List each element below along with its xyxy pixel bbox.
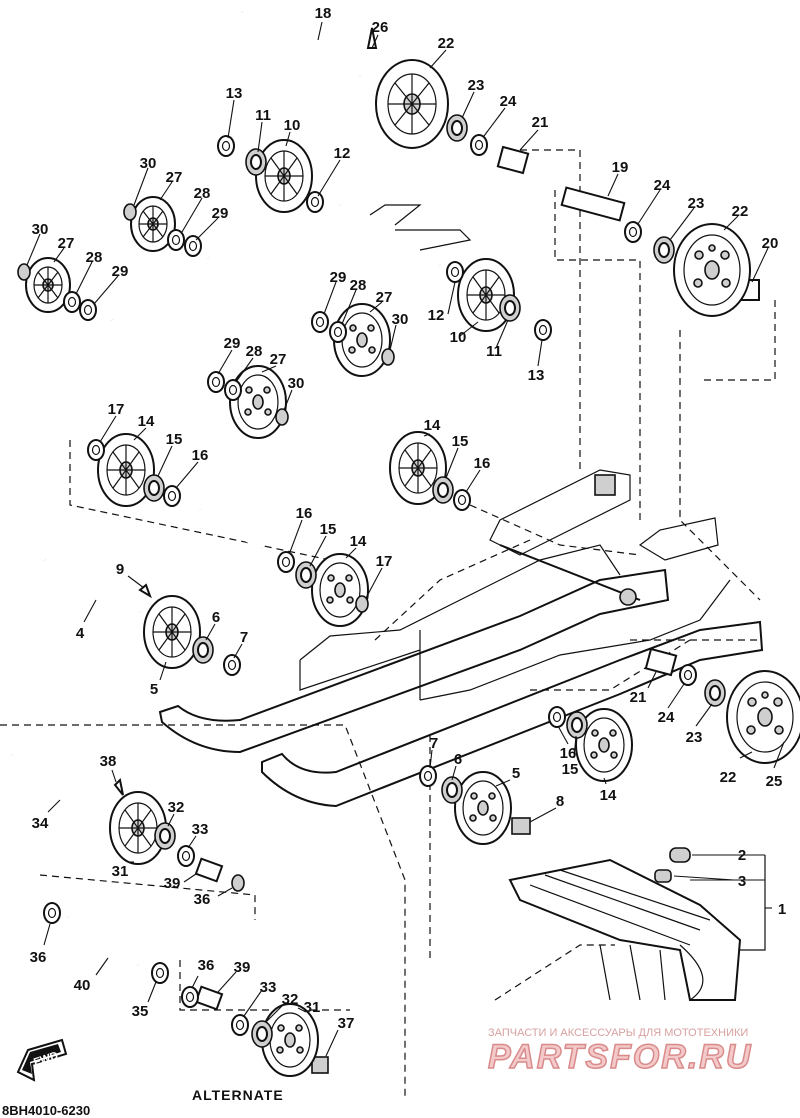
callout-27: 27	[166, 169, 183, 186]
callout-17: 17	[376, 553, 393, 570]
callout-28: 28	[246, 343, 263, 360]
watermark-brand: PARTSFOR.RU	[488, 1038, 752, 1076]
callout-21: 21	[630, 689, 647, 706]
callout-30: 30	[140, 155, 157, 172]
callout-31: 31	[304, 999, 321, 1016]
callout-6: 6	[454, 751, 462, 768]
callout-30: 30	[32, 221, 49, 238]
callout-35: 35	[132, 1003, 149, 1020]
callout-14: 14	[138, 413, 155, 430]
callout-31: 31	[112, 863, 129, 880]
callout-23: 23	[688, 195, 705, 212]
callout-37: 37	[338, 1015, 355, 1032]
callout-15: 15	[562, 761, 579, 778]
callout-14: 14	[600, 787, 617, 804]
callout-14: 14	[350, 533, 367, 550]
slide-rail-frame	[0, 149, 776, 1100]
callout-15: 15	[320, 521, 337, 538]
callout-22: 22	[732, 203, 749, 220]
callout-labels: 18 26 22 23 24 21 13 11 10 12 30 27 28 2…	[30, 5, 787, 1032]
callout-13: 13	[528, 367, 545, 384]
callout-25: 25	[766, 773, 783, 790]
callout-14: 14	[424, 417, 441, 434]
callout-28: 28	[350, 277, 367, 294]
callout-27: 27	[376, 289, 393, 306]
callout-18: 18	[315, 5, 332, 22]
callout-10: 10	[284, 117, 301, 134]
callout-27: 27	[270, 351, 287, 368]
callout-36: 36	[30, 949, 47, 966]
callout-16: 16	[560, 745, 577, 762]
callout-10: 10	[450, 329, 467, 346]
callout-39: 39	[164, 875, 181, 892]
callout-16: 16	[474, 455, 491, 472]
callout-29: 29	[330, 269, 347, 286]
callout-5: 5	[150, 681, 158, 698]
callout-16: 16	[192, 447, 209, 464]
callout-29: 29	[224, 335, 241, 352]
callout-7: 7	[430, 735, 438, 752]
watermark-tagline: ЗАПЧАСТИ И АКСЕССУАРЫ ДЛЯ МОТОТЕХНИКИ	[488, 1027, 748, 1039]
drawing-code: 8BH4010-6230	[2, 1103, 90, 1118]
callout-4: 4	[76, 625, 85, 642]
callout-20: 20	[762, 235, 779, 252]
callout-40: 40	[74, 977, 91, 994]
callout-8: 8	[556, 793, 564, 810]
callout-28: 28	[194, 185, 211, 202]
callout-23: 23	[686, 729, 703, 746]
callout-32: 32	[168, 799, 185, 816]
callout-16: 16	[296, 505, 313, 522]
callout-3: 3	[738, 873, 746, 890]
callout-24: 24	[654, 177, 671, 194]
watermark: ЗАПЧАСТИ И АКСЕССУАРЫ ДЛЯ МОТОТЕХНИКИ PA…	[487, 1027, 752, 1077]
callout-24: 24	[500, 93, 517, 110]
callout-27: 27	[58, 235, 75, 252]
callout-5: 5	[512, 765, 520, 782]
callout-32: 32	[282, 991, 299, 1008]
callout-24: 24	[658, 709, 675, 726]
callout-22: 22	[720, 769, 737, 786]
callout-19: 19	[612, 159, 629, 176]
track-assembly	[508, 858, 742, 1001]
callout-15: 15	[166, 431, 183, 448]
callout-12: 12	[428, 307, 445, 324]
leader-lines	[26, 21, 785, 1057]
callout-33: 33	[192, 821, 209, 838]
callout-12: 12	[334, 145, 351, 162]
callout-13: 13	[226, 85, 243, 102]
callout-11: 11	[486, 343, 502, 360]
callout-7: 7	[240, 629, 248, 646]
callout-29: 29	[212, 205, 229, 222]
callout-39: 39	[234, 959, 251, 976]
callout-26: 26	[372, 19, 389, 36]
callout-11: 11	[255, 107, 271, 124]
callout-6: 6	[212, 609, 220, 626]
callout-17: 17	[108, 401, 125, 418]
callout-29: 29	[112, 263, 129, 280]
callout-23: 23	[468, 77, 485, 94]
callout-2: 2	[738, 847, 746, 864]
callout-15: 15	[452, 433, 469, 450]
callout-21: 21	[532, 114, 549, 131]
callout-9: 9	[116, 561, 124, 578]
callout-36: 36	[194, 891, 211, 908]
callout-34: 34	[32, 815, 49, 832]
callout-28: 28	[86, 249, 103, 266]
shafts	[11, 9, 799, 1074]
callout-36: 36	[198, 957, 215, 974]
callout-1: 1	[778, 901, 786, 918]
callout-33: 33	[260, 979, 277, 996]
callout-30: 30	[392, 311, 409, 328]
callout-30: 30	[288, 375, 305, 392]
callout-38: 38	[100, 753, 117, 770]
alternate-label: ALTERNATE	[192, 1087, 284, 1103]
callout-22: 22	[438, 35, 455, 52]
fwd-arrow-icon: FWD	[16, 1038, 68, 1082]
